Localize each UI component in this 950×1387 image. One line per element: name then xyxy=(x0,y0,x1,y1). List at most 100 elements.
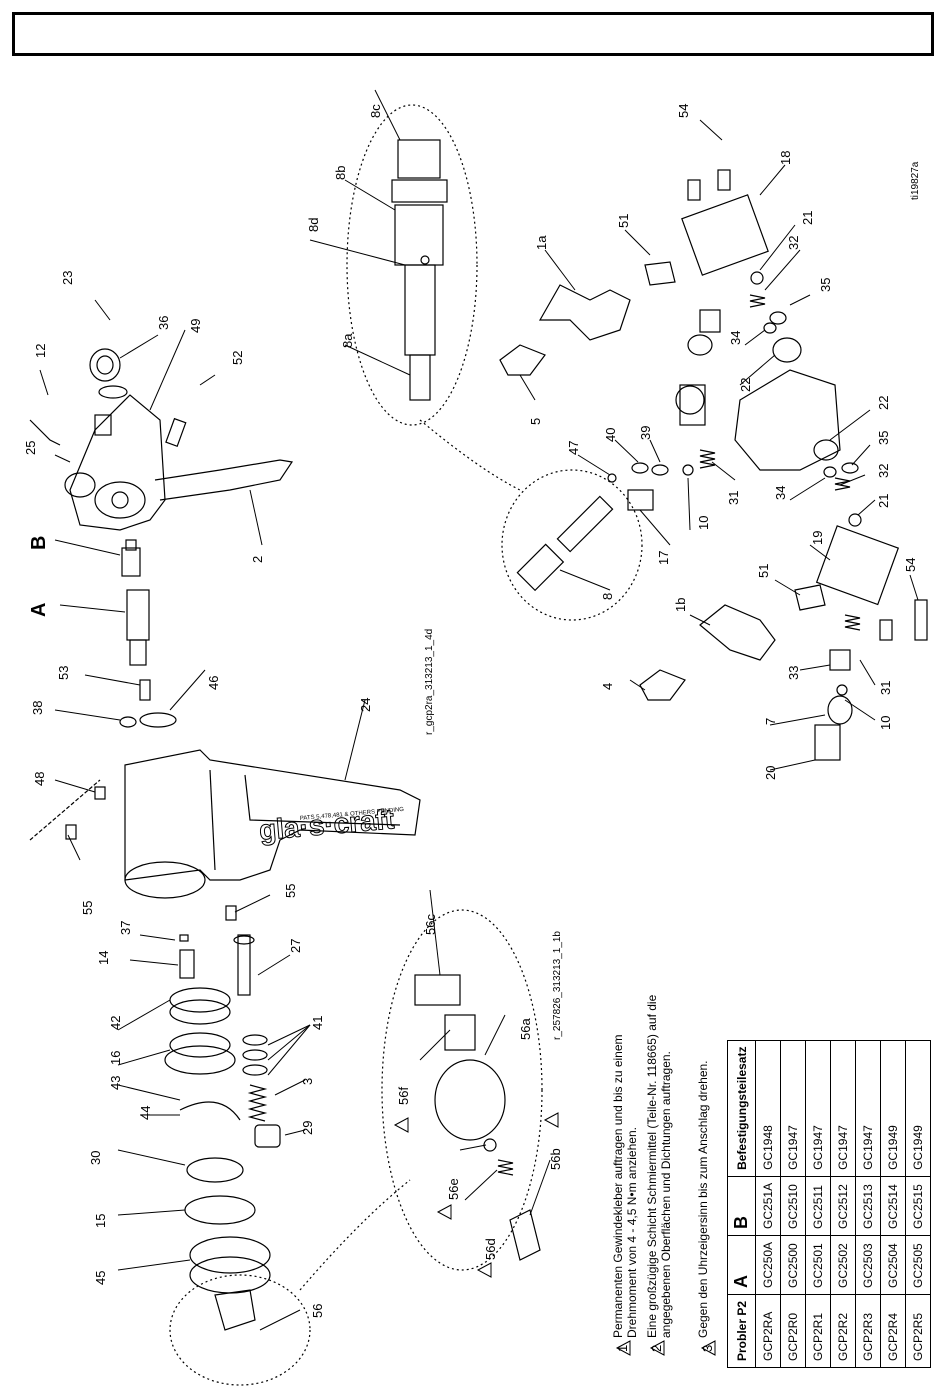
part-49-oring xyxy=(98,385,128,399)
part-1b xyxy=(699,604,776,661)
page-header-box xyxy=(12,12,934,56)
callout-23: 23 xyxy=(60,271,75,285)
part-54b xyxy=(914,599,928,641)
table-cell: GCP2R2 xyxy=(830,1294,856,1368)
gun-head-part-23 xyxy=(29,394,294,531)
table-cell: GCP2R4 xyxy=(880,1294,906,1368)
callout-56d: 56d xyxy=(483,1238,498,1260)
callout-8d: 8d xyxy=(306,218,321,232)
callout-53: 53 xyxy=(56,666,71,680)
part-14 xyxy=(179,949,195,979)
callout-3: 3 xyxy=(300,1078,315,1085)
part-55b xyxy=(225,905,237,921)
detail-ellipse-cap xyxy=(381,909,543,1271)
table-row: GCP2RA GC250A GC251A GC1948 xyxy=(755,1040,781,1368)
callout-55b: 55 xyxy=(283,884,298,898)
callout-18: 18 xyxy=(778,151,793,165)
part-37 xyxy=(179,934,189,942)
callout-49: 49 xyxy=(188,319,203,333)
table-cell: GC2502 xyxy=(830,1235,856,1295)
callout-52: 52 xyxy=(230,351,245,365)
table-cell: GC1947 xyxy=(855,1040,881,1177)
part-51b xyxy=(794,584,826,611)
part-40 xyxy=(631,462,649,474)
callout-33: 33 xyxy=(786,666,801,680)
callout-56: 56 xyxy=(310,1304,325,1318)
part-32b xyxy=(834,477,851,491)
callout-56c: 56c xyxy=(423,914,438,935)
manifold-block xyxy=(734,369,841,471)
callout-31a: 31 xyxy=(726,491,741,505)
note-mark-2: 2 xyxy=(649,1345,664,1352)
kit-table: Probler P2 A B Befestigungsteilesatz GCP… xyxy=(727,1040,931,1368)
callout-27: 27 xyxy=(288,939,303,953)
part-10a xyxy=(682,464,694,476)
table-cell: GC1947 xyxy=(805,1040,831,1177)
part-56-knob xyxy=(214,1289,256,1331)
part-47 xyxy=(607,473,617,483)
note-1-line-2: Drehmoment von 4 - 4,5 N•m anziehen. xyxy=(625,1127,639,1338)
note-3-line-1: Gegen den Uhrzeigersinn bis zum Anschlag… xyxy=(696,1060,710,1339)
callout-37: 37 xyxy=(118,921,133,935)
part-15 xyxy=(184,1195,256,1225)
part-31a xyxy=(699,449,716,469)
kit-table-header-row: Probler P2 A B Befestigungsteilesatz xyxy=(727,1040,756,1368)
callout-32a: 32 xyxy=(786,236,801,250)
part-10b xyxy=(836,684,848,696)
callout-44: 44 xyxy=(138,1106,153,1120)
part-41c xyxy=(242,1064,268,1076)
table-cell: GC2512 xyxy=(830,1176,856,1236)
figure-id-sheet: ti19827a xyxy=(910,161,921,200)
part-21a xyxy=(750,271,764,285)
table-cell: GCP2R0 xyxy=(780,1294,806,1368)
callout-14: 14 xyxy=(96,951,111,965)
callout-19: 19 xyxy=(810,531,825,545)
callout-22a: 22 xyxy=(738,378,753,392)
table-cell: GC2510 xyxy=(780,1176,806,1236)
part-54a-bolt xyxy=(687,179,701,201)
table-row: GCP2R0 GC2500 GC2510 GC1947 xyxy=(780,1040,806,1368)
table-cell: GC1947 xyxy=(830,1040,856,1177)
callout-17: 17 xyxy=(656,551,671,565)
table-cell: GC1949 xyxy=(880,1040,906,1177)
table-row: GCP2R2 GC2502 GC2512 GC1947 xyxy=(830,1040,856,1368)
table-cell: GC251A xyxy=(755,1176,781,1236)
table-cell: GC1949 xyxy=(905,1040,931,1177)
table-cell: GC2511 xyxy=(805,1176,831,1236)
table-cell: GC1948 xyxy=(755,1040,781,1177)
note-mark-1: 1 xyxy=(615,1345,630,1352)
part-3-spring xyxy=(247,1084,268,1122)
part-B xyxy=(121,539,141,577)
table-cell: GC2515 xyxy=(905,1176,931,1236)
callout-56a: 56a xyxy=(518,1018,533,1040)
callout-48: 48 xyxy=(32,772,47,786)
callout-51b: 51 xyxy=(756,564,771,578)
part-8d xyxy=(404,264,436,356)
table-cell: GC1947 xyxy=(780,1040,806,1177)
table-cell: GC2503 xyxy=(855,1235,881,1295)
callout-30: 30 xyxy=(88,1151,103,1165)
note-1-line-1: Permanenten Gewindekleber auftragen und … xyxy=(611,1034,625,1338)
callout-40: 40 xyxy=(603,428,618,442)
part-1a xyxy=(538,284,631,341)
part-56b-knob xyxy=(509,1209,541,1261)
part-38 xyxy=(119,716,137,728)
callout-25: 25 xyxy=(23,441,38,455)
kit-table-header: A xyxy=(727,1235,756,1295)
part-51a xyxy=(644,261,676,286)
part-34b xyxy=(823,466,837,478)
callout-56f: 56f xyxy=(396,1087,411,1105)
table-row: GCP2R5 GC2505 GC2515 GC1949 xyxy=(905,1040,931,1368)
part-29 xyxy=(254,1124,281,1148)
part-27 xyxy=(237,934,251,996)
callout-47: 47 xyxy=(566,441,581,455)
part-56c xyxy=(414,974,461,1006)
table-row: GCP2R1 GC2501 GC2511 GC1947 xyxy=(805,1040,831,1368)
callout-10a: 10 xyxy=(696,516,711,530)
part-53 xyxy=(139,679,151,701)
callout-56b: 56b xyxy=(548,1148,563,1170)
callout-36: 36 xyxy=(156,316,171,330)
part-36 xyxy=(89,348,121,382)
table-cell: GC250A xyxy=(755,1235,781,1295)
part-5 xyxy=(499,344,546,376)
